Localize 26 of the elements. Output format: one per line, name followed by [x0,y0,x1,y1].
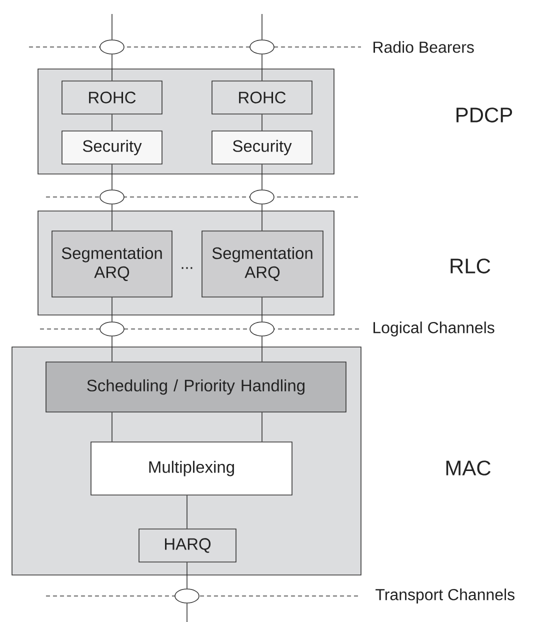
channel-ellipse [250,190,274,204]
function-box: Scheduling / Priority Handling [46,362,346,412]
function-box: ROHC [62,80,162,114]
ellipsis-text: ... [182,267,192,269]
channel-label: Transport Channels [376,588,514,604]
channel-ellipse [174,588,200,604]
function-box: Security [212,130,312,164]
function-box: Multiplexing [90,442,292,496]
layer-label: RLC [450,258,490,274]
connector-line [186,562,188,589]
channel-ellipse [250,40,274,54]
layer-label: MAC [446,460,491,476]
layer-label: PDCP [456,108,512,122]
function-box: Segmentation ARQ [52,230,172,298]
channel-ellipse [100,40,124,54]
function-box: ROHC [212,80,312,114]
channel-ellipse [100,322,124,336]
channel-ellipse [100,190,124,204]
connector-line [186,495,188,529]
channel-label: Radio Bearers [374,41,474,53]
connector-line [186,603,188,622]
function-box: HARQ [138,528,236,562]
channel-label: Logical Channels [374,322,494,336]
channel-ellipse [250,322,274,336]
function-box: Security [62,130,162,164]
function-box: Segmentation ARQ [202,230,324,298]
